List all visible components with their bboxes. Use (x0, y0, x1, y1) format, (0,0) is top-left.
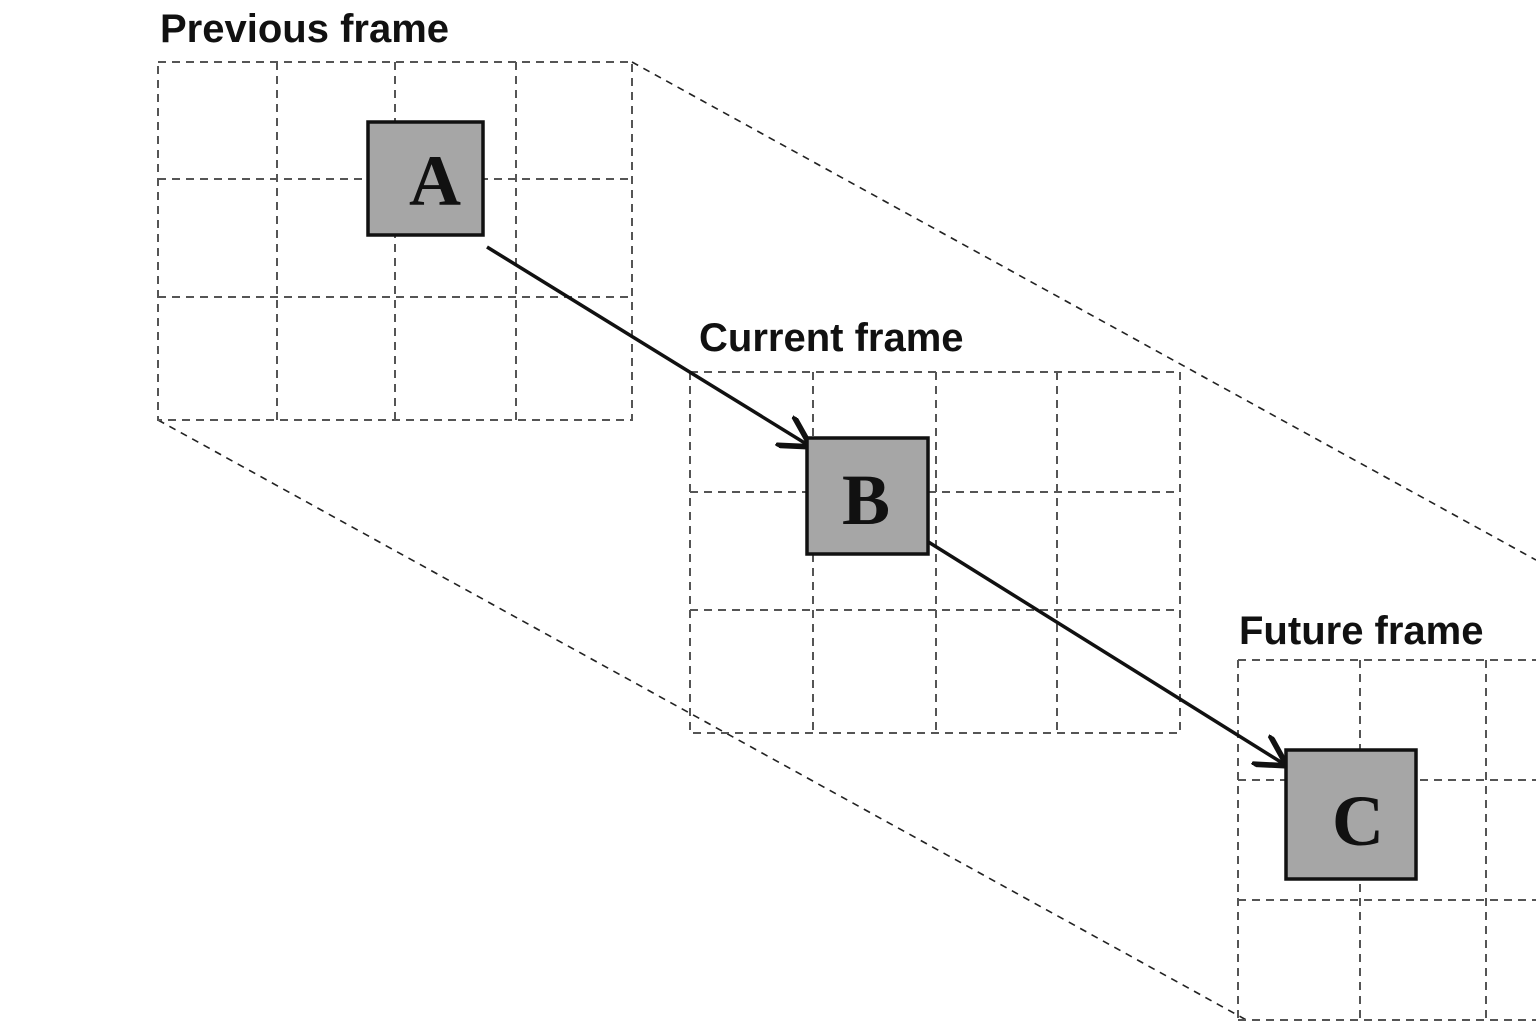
block-a-label: A (409, 141, 461, 221)
perspective-line-top (631, 61, 1536, 561)
perspective-lines (157, 61, 1536, 1023)
previous-frame-grid (157, 61, 633, 421)
motion-arrow-b-to-c (889, 516, 1284, 764)
block-c: C (1284, 748, 1418, 881)
block-c-label: C (1332, 781, 1384, 861)
motion-arrows (486, 245, 1284, 764)
previous-frame-title: Previous frame (160, 7, 449, 51)
perspective-line-bottom (157, 419, 1251, 1023)
current-frame-title: Current frame (699, 316, 964, 360)
future-frame-title: Future frame (1239, 609, 1484, 653)
block-b-label: B (842, 460, 890, 540)
block-b: B (805, 436, 930, 556)
current-frame-grid (689, 371, 1181, 734)
motion-arrow-a-to-b (486, 245, 808, 445)
block-a: A (366, 120, 485, 237)
